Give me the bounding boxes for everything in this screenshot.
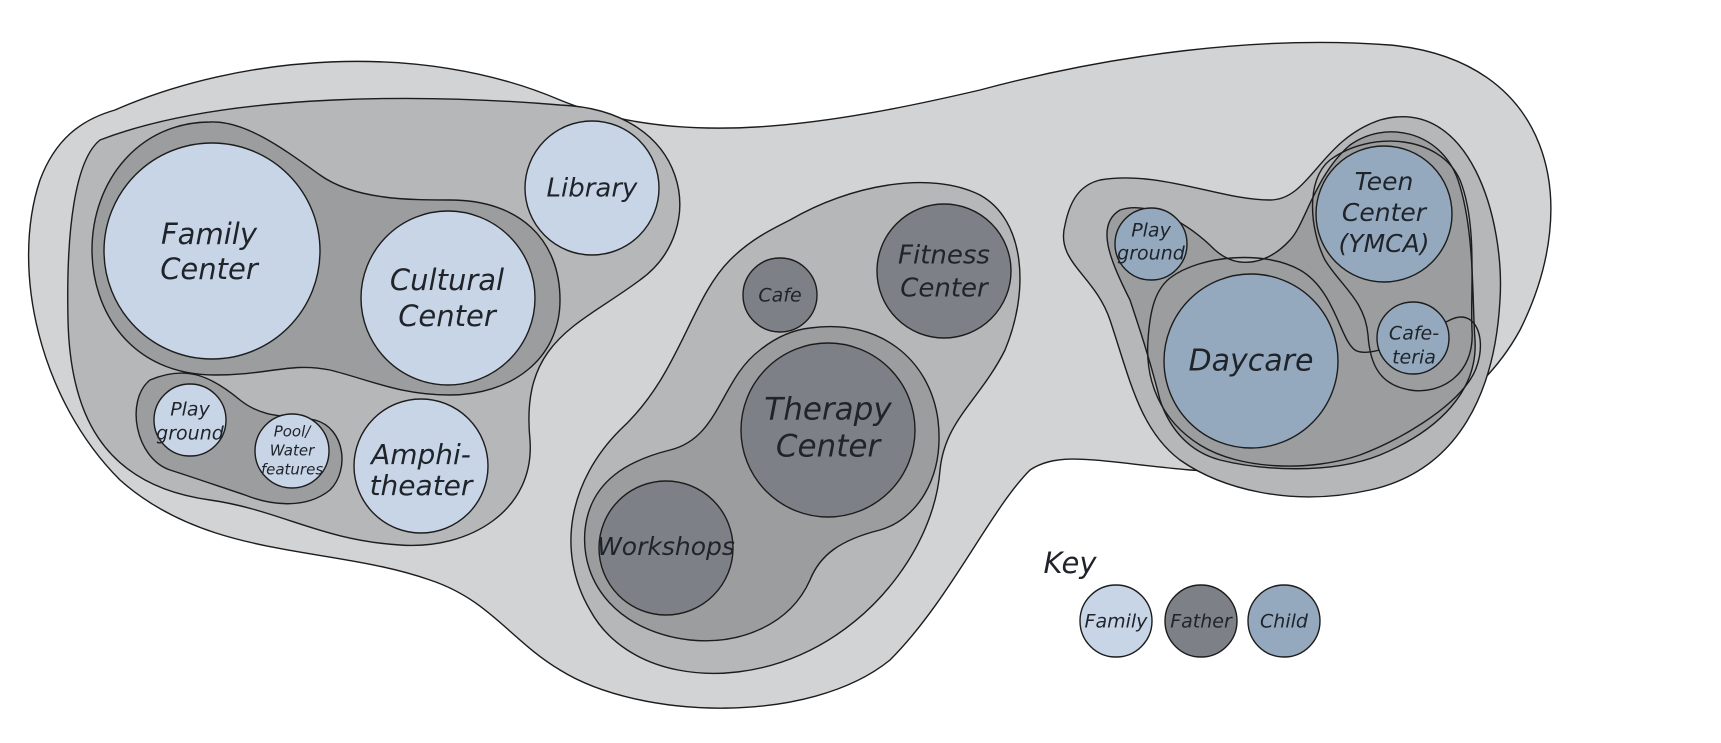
key-child-label: Child [1260,611,1309,633]
key-family-label: Family [1085,611,1149,633]
key-child-swatch [1247,584,1321,658]
therapy-center-circle [740,342,916,518]
key-legend: Key Family Father Child [1044,546,1321,658]
daycare-teen-overlap [1146,256,1482,467]
cafeteria-label-1: Cafe- [1389,323,1439,345]
cultural-center-label-2: Center [398,299,498,333]
teen-center-label-3: (YMCA) [1339,229,1430,258]
cultural-center-label-1: Cultural [390,263,504,297]
pool-circle [254,413,330,489]
cafe-circle [742,257,818,333]
fitness-center-circle [876,203,1012,339]
pool-label-1: Pool/ [274,423,313,441]
key-title: Key [1044,546,1098,580]
therapy-center-label-2: Center [776,429,883,465]
therapy-center-label-1: Therapy [764,392,892,428]
teen-cafeteria-pod [1311,140,1473,392]
play-ground-left-circle [153,383,227,457]
cafeteria-label-2: teria [1392,347,1436,369]
daycare-label: Daycare [1189,344,1314,379]
library-label: Library [547,174,639,204]
play-ground-left-label-1: Play [170,399,210,421]
pool-label-2: Water [270,442,315,460]
family-center-circle [103,142,321,360]
cultural-center-circle [360,210,536,386]
daycare-circle [1163,273,1339,449]
pool-label-3: features [261,461,323,479]
teen-center-circle [1315,145,1453,283]
fitness-center-label-2: Center [900,274,990,304]
play-ground-left-label-2: ground [156,423,225,445]
family-center-label-1: Family [161,217,258,251]
key-father-swatch [1164,584,1238,658]
workshops-label: Workshops [597,532,735,561]
key-father-label: Father [1170,611,1233,633]
play-ground-right-label-1: Play [1131,220,1171,242]
teen-center-label-1: Teen [1355,167,1414,196]
cafeteria-circle [1376,301,1450,375]
workshops-circle [598,480,734,616]
play-ground-right-label-2: ground [1117,243,1186,265]
key-family-swatch [1079,584,1153,658]
amphitheater-label-2: theater [370,469,474,502]
teen-center-label-2: Center [1342,198,1428,227]
cafe-label: Cafe [758,285,801,307]
library-circle [524,120,660,256]
family-center-label-2: Center [160,252,260,286]
amphitheater-circle [353,398,489,534]
amphitheater-label-1: Amphi- [369,438,471,471]
fitness-center-label-1: Fitness [898,241,990,271]
play-ground-right-circle [1114,207,1188,281]
